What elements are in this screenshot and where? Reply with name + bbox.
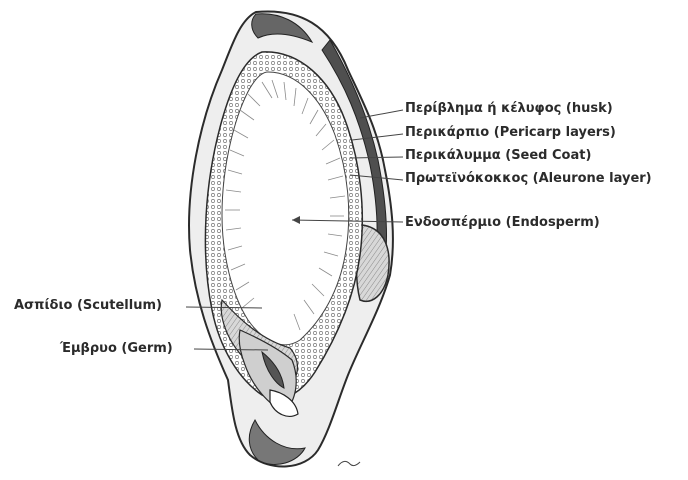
- label-aleurone: Πρωτεϊνόκοκκος (Aleurone layer): [405, 171, 652, 187]
- label-pericarp: Περικάρπιο (Pericarp layers): [405, 125, 616, 141]
- label-scutellum: Ασπίδιο (Scutellum): [14, 298, 162, 314]
- label-seed-coat: Περικάλυμμα (Seed Coat): [405, 148, 591, 164]
- label-germ: Έμβρυο (Germ): [60, 341, 173, 357]
- label-endosperm: Ενδοσπέρμιο (Endosperm): [405, 215, 600, 231]
- artist-mark: [338, 461, 360, 466]
- label-husk: Περίβλημα ή κέλυφος (husk): [405, 101, 613, 117]
